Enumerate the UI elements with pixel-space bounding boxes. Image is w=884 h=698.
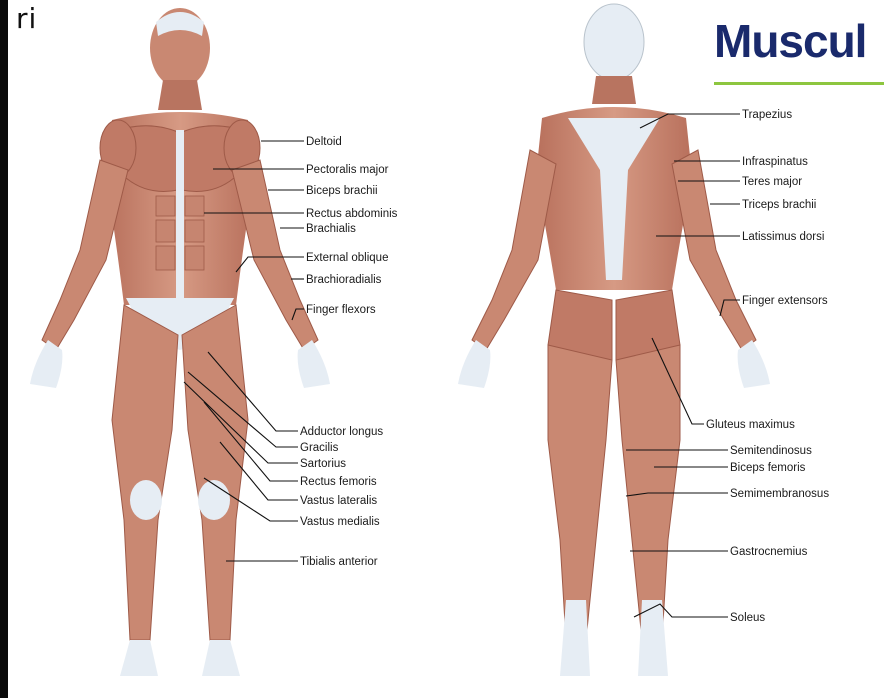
label-pectoralis-major: Pectoralis major <box>306 164 389 176</box>
label-tibialis-anterior: Tibialis anterior <box>300 556 378 568</box>
label-rectus-abdominis: Rectus abdominis <box>306 208 398 220</box>
back-right-arm <box>472 150 556 350</box>
page-title: Muscul <box>714 14 866 68</box>
label-latissimus-dorsi: Latissimus dorsi <box>742 231 824 243</box>
label-infraspinatus: Infraspinatus <box>742 156 808 168</box>
label-finger-extensors: Finger extensors <box>742 295 828 307</box>
label-brachialis: Brachialis <box>306 223 356 235</box>
label-triceps-brachii: Triceps brachii <box>742 199 816 211</box>
label-biceps-brachii: Biceps brachii <box>306 185 378 197</box>
label-finger-flexors: Finger flexors <box>306 304 376 316</box>
front-right-arm <box>42 160 128 350</box>
back-head <box>584 4 644 80</box>
corner-text: ri <box>16 2 37 35</box>
back-figure <box>458 4 770 676</box>
back-labels: Trapezius Infraspinatus Teres major Tric… <box>706 109 829 624</box>
label-external-oblique: External oblique <box>306 252 388 264</box>
front-figure <box>30 8 330 676</box>
label-biceps-femoris: Biceps femoris <box>730 462 806 474</box>
label-gluteus-maximus: Gluteus maximus <box>706 419 795 431</box>
label-semimembranosus: Semimembranosus <box>730 488 829 500</box>
label-semitendinosus: Semitendinosus <box>730 445 812 457</box>
label-rectus-femoris: Rectus femoris <box>300 476 377 488</box>
label-sartorius: Sartorius <box>300 458 346 470</box>
label-vastus-medialis: Vastus medialis <box>300 516 380 528</box>
label-teres-major: Teres major <box>742 176 802 188</box>
muscular-system-diagram: Deltoid Pectoralis major Biceps brachii … <box>8 0 884 698</box>
back-right-leg <box>548 345 612 640</box>
label-trapezius: Trapezius <box>742 109 792 121</box>
label-adductor-longus: Adductor longus <box>300 426 383 438</box>
label-vastus-lateralis: Vastus lateralis <box>300 495 377 507</box>
title-underline <box>714 82 884 85</box>
front-right-leg <box>112 305 178 640</box>
label-deltoid: Deltoid <box>306 136 342 148</box>
slide: Deltoid Pectoralis major Biceps brachii … <box>8 0 884 698</box>
label-gracilis: Gracilis <box>300 442 339 454</box>
label-brachioradialis: Brachioradialis <box>306 274 382 286</box>
label-gastrocnemius: Gastrocnemius <box>730 546 808 558</box>
front-left-leg <box>182 305 248 640</box>
label-soleus: Soleus <box>730 612 765 624</box>
